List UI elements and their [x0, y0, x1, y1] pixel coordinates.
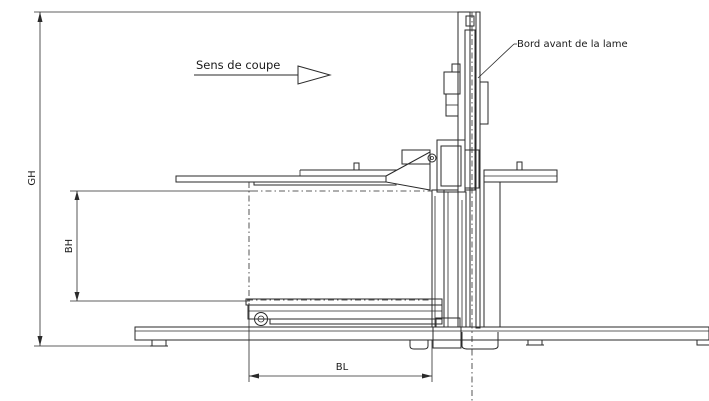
blade-front-edge-label: Bord avant de la lame	[517, 39, 628, 50]
bl-dimension: BL	[248, 303, 433, 382]
cutting-direction-arrow: Sens de coupe	[194, 58, 332, 85]
blade-carriage	[385, 139, 480, 193]
bh-label: BH	[64, 239, 75, 253]
gh-dimension: GH	[27, 11, 466, 347]
cutting-direction-label: Sens de coupe	[196, 58, 280, 72]
bh-dimension: BH	[64, 190, 252, 302]
vertical-column	[431, 11, 489, 401]
pallet-platform	[245, 298, 443, 326]
work-table	[175, 161, 558, 328]
blade-front-edge-callout: Bord avant de la lame	[477, 39, 628, 79]
base-frame	[134, 326, 709, 350]
gh-label: GH	[27, 170, 38, 185]
bl-label: BL	[336, 362, 349, 373]
load-outline	[247, 182, 432, 301]
